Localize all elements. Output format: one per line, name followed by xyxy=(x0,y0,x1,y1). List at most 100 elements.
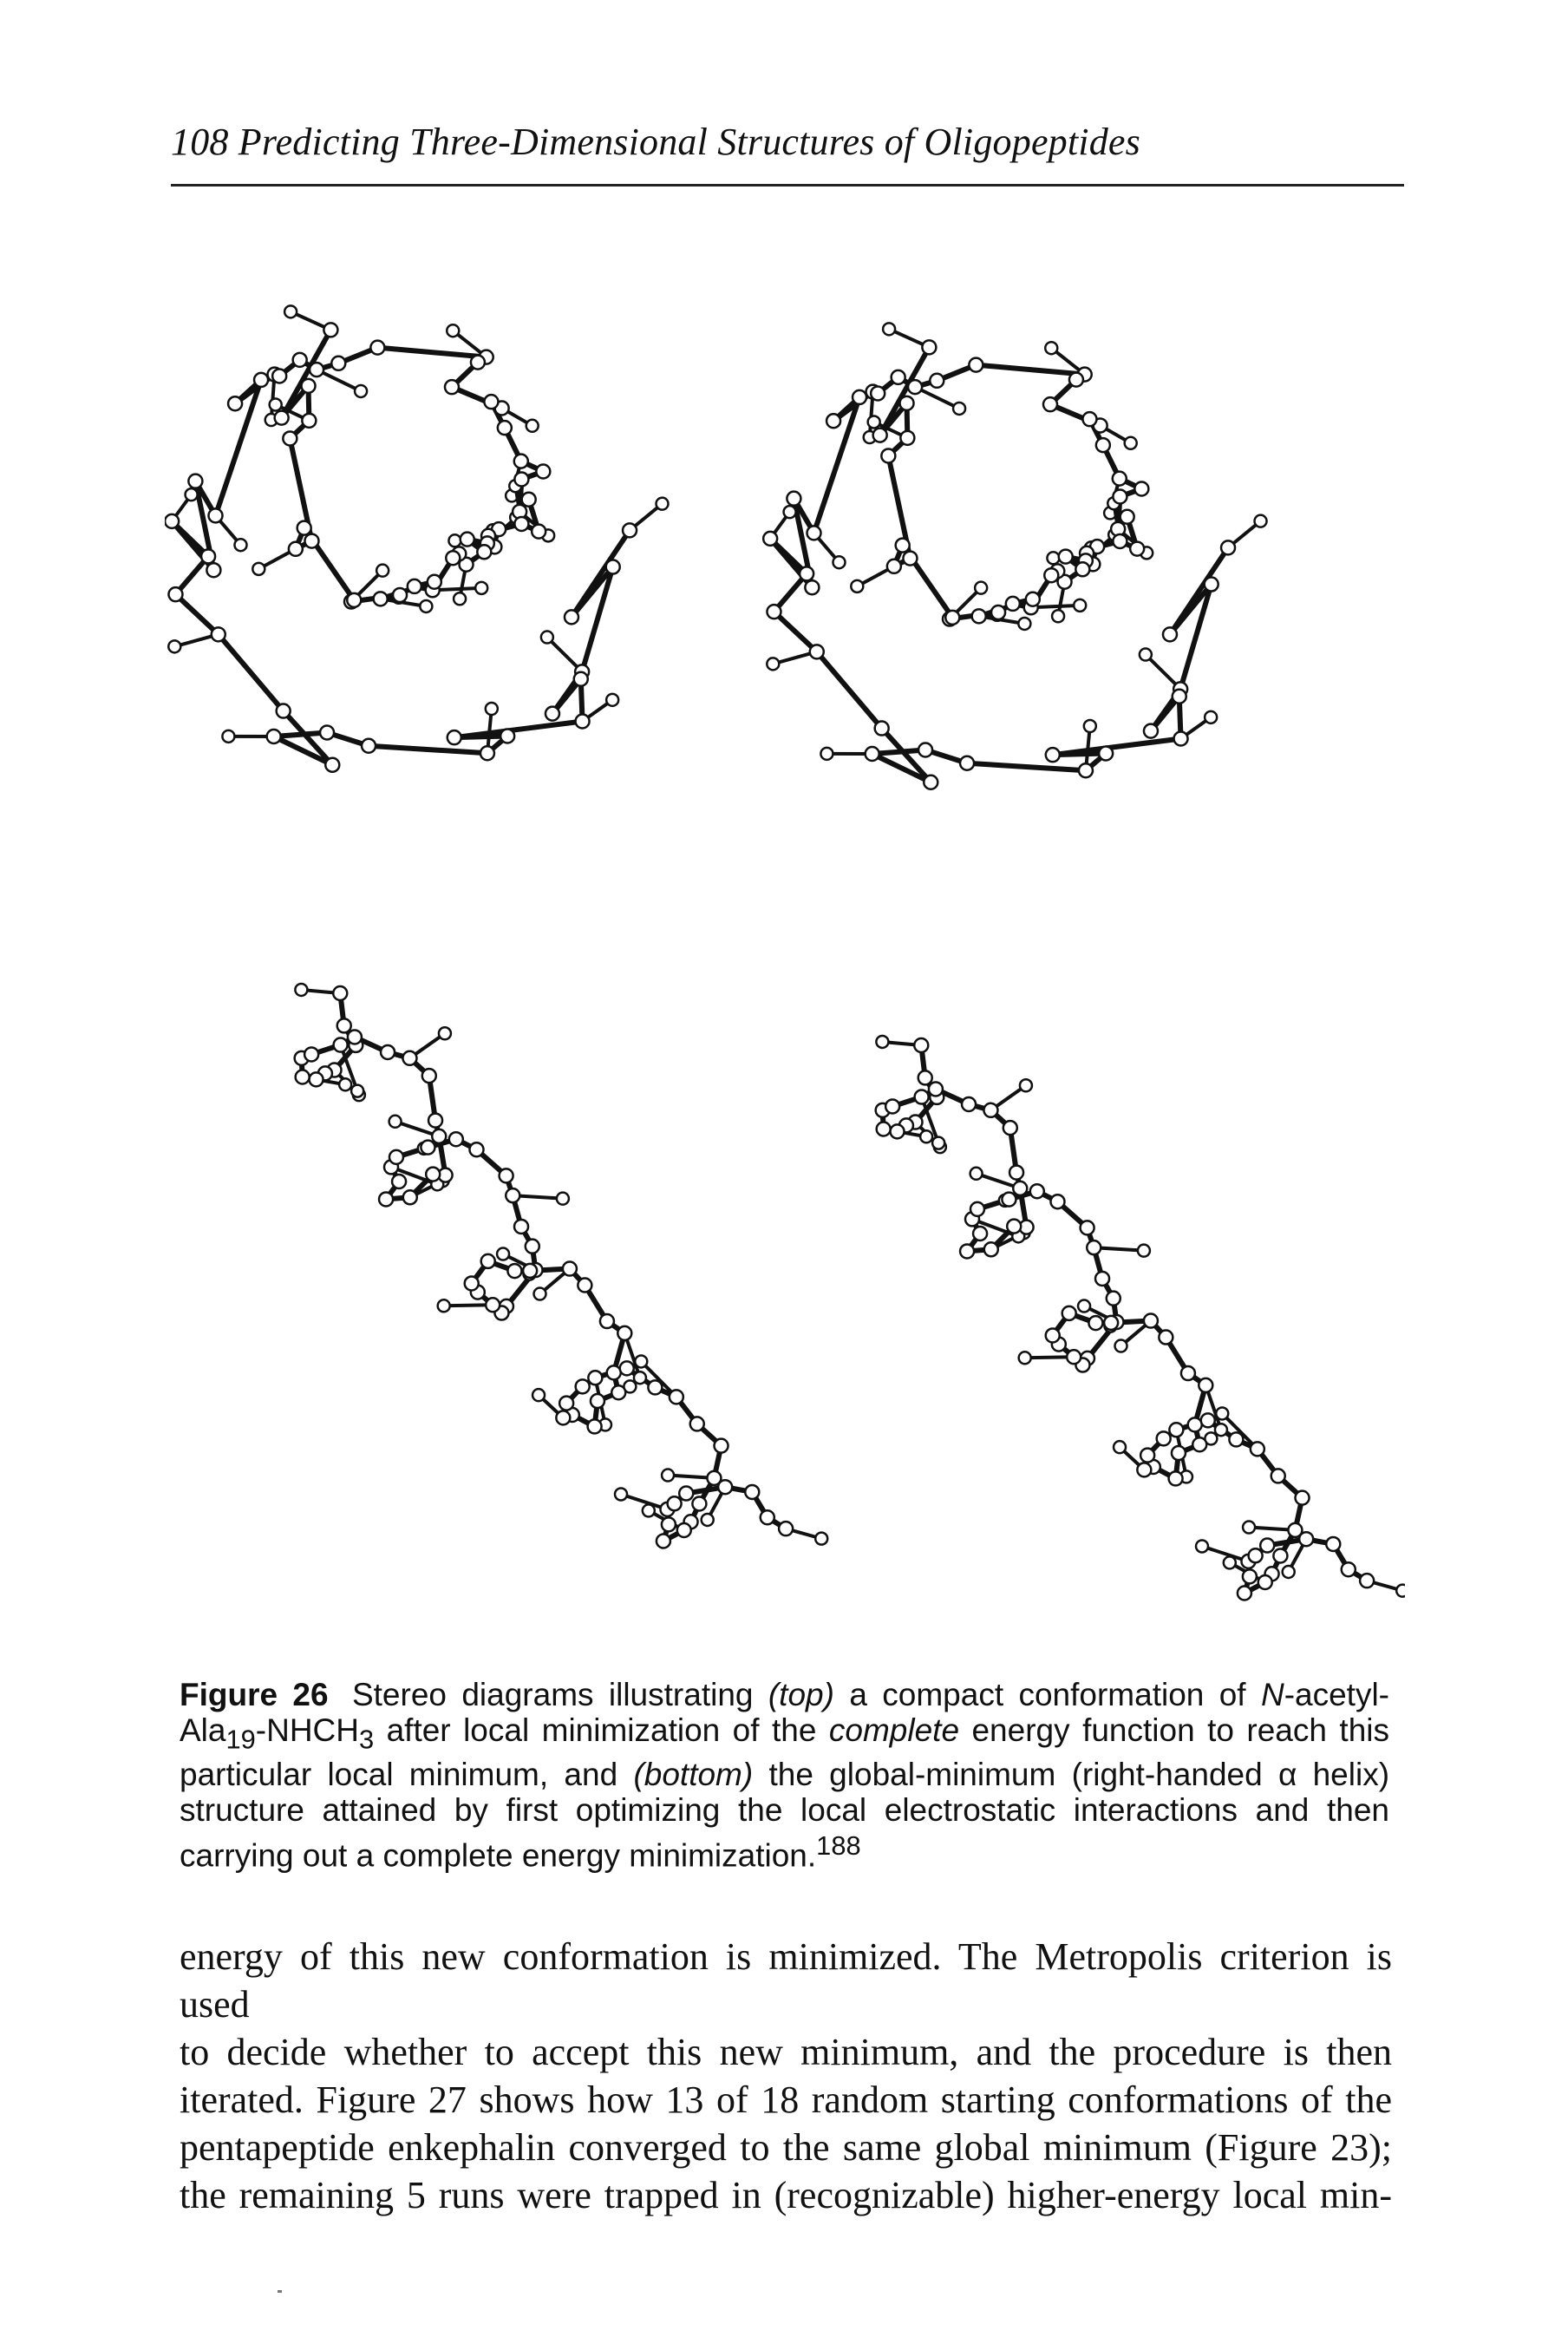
atom xyxy=(973,580,989,595)
atom xyxy=(917,1070,933,1086)
atom xyxy=(1155,1430,1172,1447)
atom xyxy=(931,1136,946,1150)
atom xyxy=(676,1522,692,1539)
atom xyxy=(1142,1312,1160,1329)
atom xyxy=(337,1077,353,1092)
body-line: the remaining 5 runs were trapped in (re… xyxy=(180,2174,1392,2216)
atom xyxy=(655,1533,672,1549)
atom xyxy=(884,1098,901,1115)
atom xyxy=(463,1275,480,1292)
atom xyxy=(436,1299,451,1313)
atom xyxy=(513,1218,530,1235)
atom xyxy=(1001,1191,1017,1208)
atom xyxy=(825,412,842,429)
atom xyxy=(303,1046,320,1063)
atom xyxy=(484,1297,501,1313)
atom xyxy=(296,520,312,536)
atom xyxy=(446,323,461,338)
atom xyxy=(1168,1422,1185,1438)
side-bond xyxy=(1030,603,1081,610)
atom xyxy=(1061,1305,1077,1322)
atom xyxy=(1257,1574,1273,1591)
atom xyxy=(1046,551,1061,566)
atom xyxy=(850,579,865,594)
atom xyxy=(1002,1119,1019,1136)
bond xyxy=(966,760,1087,774)
atom xyxy=(1270,1468,1286,1484)
atom xyxy=(759,1509,776,1526)
body-paragraph: energy of this new conformation is minim… xyxy=(180,1933,1392,2219)
atom xyxy=(1056,573,1073,591)
atom xyxy=(531,1387,546,1403)
atom xyxy=(613,1487,629,1502)
bond xyxy=(871,751,932,785)
side-bond xyxy=(546,636,584,673)
side-bond xyxy=(620,1492,669,1511)
atom xyxy=(1094,1270,1111,1287)
atom xyxy=(668,1389,685,1405)
atom xyxy=(1123,435,1138,451)
atom xyxy=(268,397,283,412)
atom xyxy=(271,368,288,384)
atom xyxy=(970,608,987,625)
atom xyxy=(535,463,552,480)
caption-text: energy function to reach this particular… xyxy=(180,1712,1389,1793)
atom xyxy=(1097,745,1114,762)
atom xyxy=(332,1037,349,1053)
caption-text: after local minimization of the xyxy=(386,1712,817,1748)
side-bond xyxy=(513,1194,564,1201)
atom xyxy=(390,1173,408,1190)
atom xyxy=(655,496,670,511)
atom xyxy=(275,703,291,719)
atom xyxy=(587,1370,604,1386)
atom xyxy=(468,1141,485,1158)
atom xyxy=(388,1114,402,1129)
atom xyxy=(1105,1290,1122,1306)
atom xyxy=(598,1312,616,1330)
atom xyxy=(167,586,184,603)
atom xyxy=(524,1238,541,1254)
atom xyxy=(469,354,487,370)
atom xyxy=(336,1018,352,1034)
atom xyxy=(1203,710,1218,725)
atom xyxy=(402,1050,418,1067)
atom xyxy=(894,537,911,553)
atom xyxy=(1044,746,1062,763)
atom xyxy=(474,580,489,596)
atom xyxy=(391,586,408,604)
side-bond xyxy=(1201,1544,1250,1563)
atom xyxy=(323,322,339,338)
side-bond xyxy=(919,1096,940,1144)
atom xyxy=(677,1485,695,1502)
molecule-bottom-right xyxy=(874,1034,1410,1601)
bond xyxy=(216,632,285,713)
atom xyxy=(346,1029,363,1045)
atom xyxy=(1142,723,1160,739)
atom xyxy=(820,746,834,762)
atom xyxy=(660,1468,676,1483)
atom xyxy=(1049,1193,1066,1210)
atom xyxy=(813,1531,829,1546)
bond xyxy=(772,572,809,614)
atom xyxy=(445,549,461,566)
side-bond xyxy=(316,368,362,393)
atom xyxy=(1024,591,1042,608)
running-head: 108 Predicting Three-Dimensional Structu… xyxy=(171,121,1140,163)
atom xyxy=(443,378,461,396)
atom xyxy=(958,755,976,772)
atom xyxy=(700,1512,715,1528)
bond xyxy=(273,730,328,739)
bond xyxy=(1167,582,1214,637)
atom xyxy=(1219,540,1237,556)
atom xyxy=(1086,1239,1102,1256)
atom xyxy=(369,339,386,356)
atom xyxy=(406,578,423,595)
atom xyxy=(929,372,945,389)
atom xyxy=(1050,609,1066,624)
atom xyxy=(917,742,934,758)
atom xyxy=(951,401,967,416)
caption-text: Stereo diagrams illustrating xyxy=(351,1677,754,1712)
atom xyxy=(544,705,561,722)
bond xyxy=(272,734,334,768)
atom xyxy=(713,1437,729,1454)
